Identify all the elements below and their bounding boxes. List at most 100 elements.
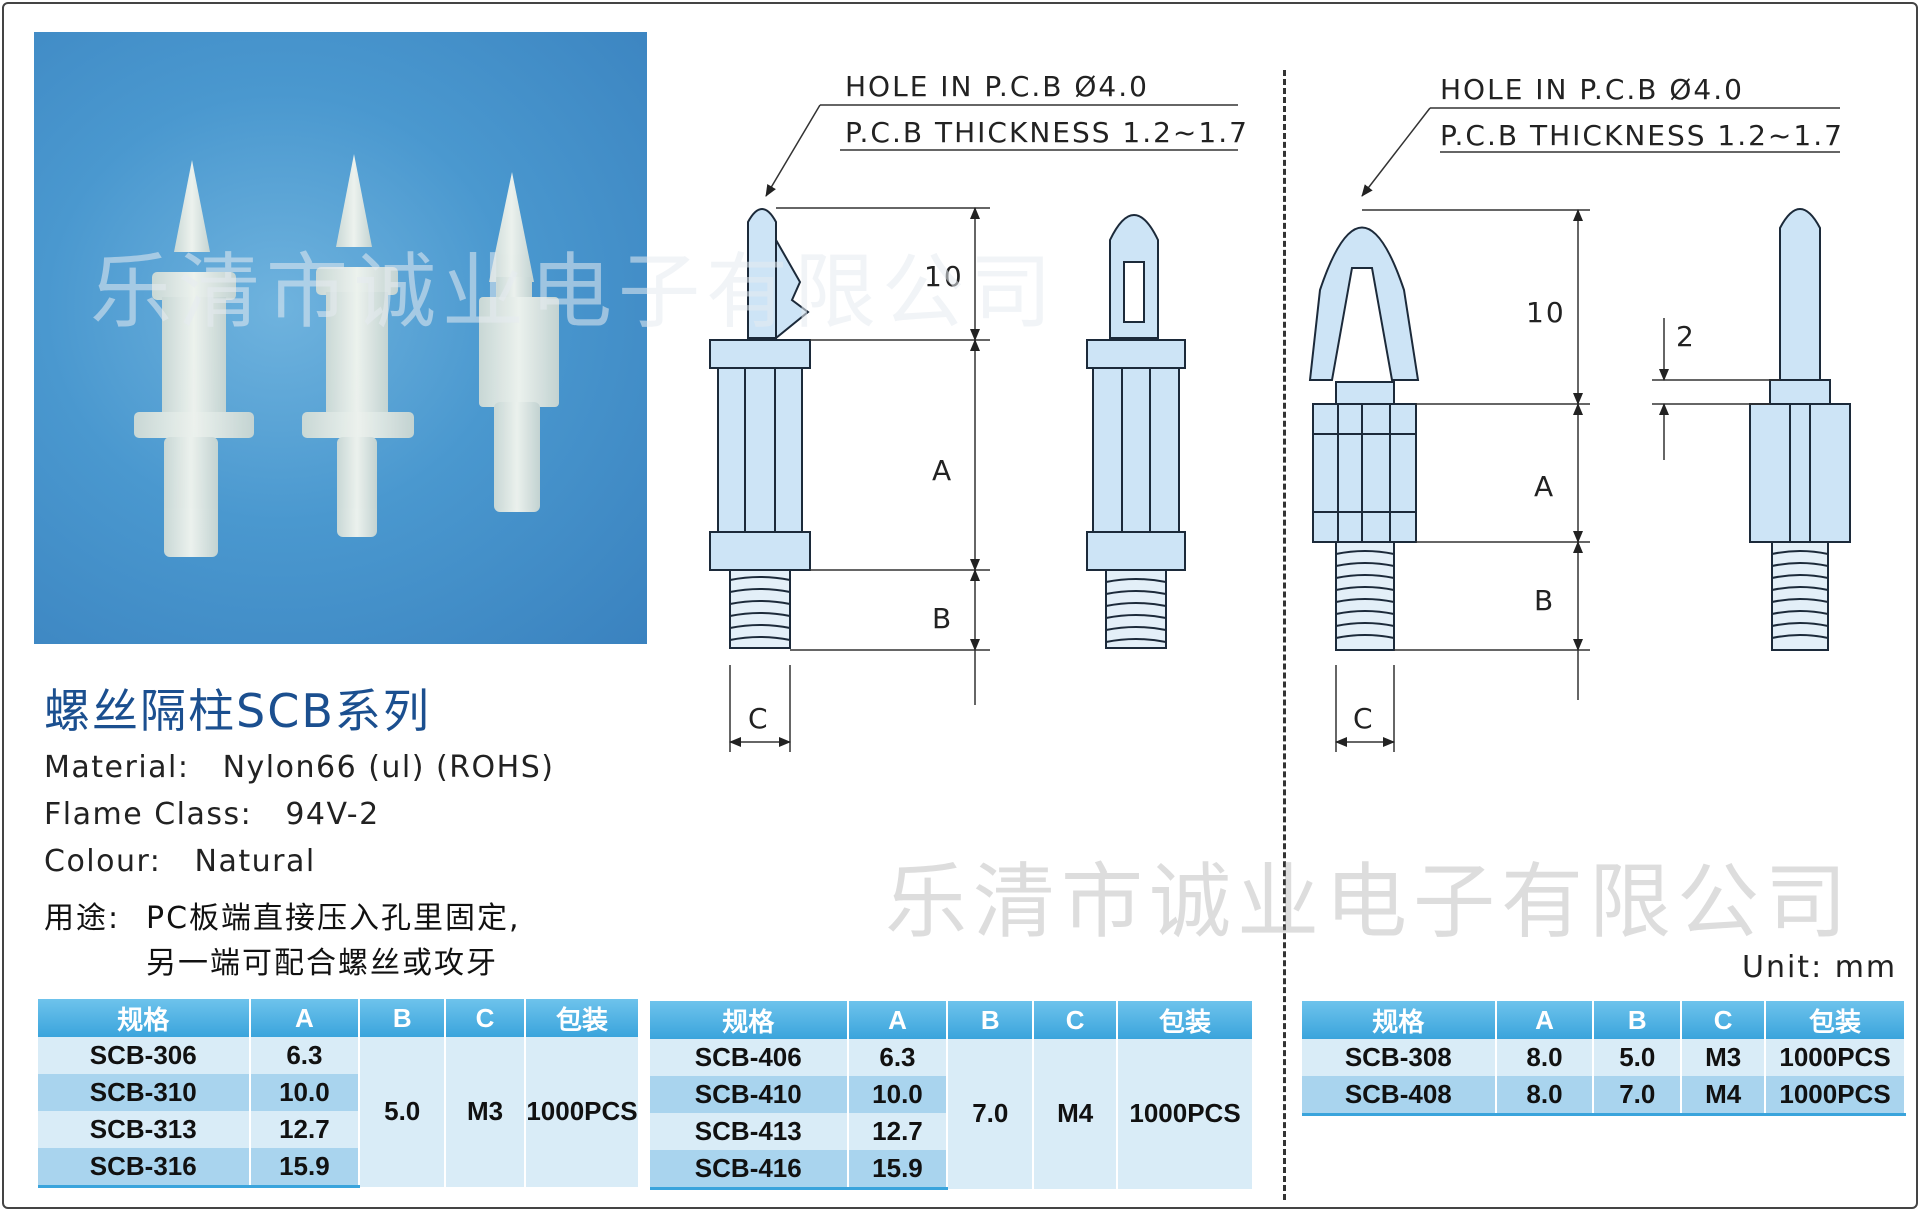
col-header-pack: 包装 <box>1765 1001 1906 1039</box>
part-drawing-scbx08-front <box>1749 208 1851 651</box>
usage-label: 用途: <box>44 901 121 936</box>
table-row: SCB-408 8.0 7.0 M4 1000PCS <box>1302 1076 1906 1116</box>
col-header-model: 规格 <box>1302 1001 1497 1039</box>
col-header-b: B <box>359 999 447 1037</box>
thickness-note-right: P.C.B THICKNESS 1.2~1.7 <box>1440 119 1844 152</box>
watermark-top: 乐清市诚业电子有限公司 <box>90 245 1059 340</box>
dimension-lines-left <box>729 104 1238 752</box>
cell-c: M4 <box>1033 1039 1119 1189</box>
dim-a-left: A <box>932 454 953 487</box>
cell-c: M3 <box>445 1037 526 1187</box>
unit-label: Unit: mm <box>1742 950 1898 985</box>
cell-a: 12.7 <box>249 1111 361 1148</box>
col-header-c: C <box>445 999 526 1037</box>
cell-a: 6.3 <box>249 1037 361 1074</box>
spec-colour: Colour: Natural <box>44 844 316 879</box>
part-drawing-scb3xx-side <box>709 208 811 649</box>
watermark-bottom: 乐清市诚业电子有限公司 <box>885 855 1854 950</box>
dim-2-right: 2 <box>1676 320 1696 353</box>
cell-c: M3 <box>1681 1039 1767 1076</box>
dim-b-left: B <box>932 602 953 635</box>
table-row: SCB-410 10.0 <box>650 1076 1253 1113</box>
col-header-pack: 包装 <box>1117 1001 1254 1039</box>
cell-b: 7.0 <box>947 1039 1035 1189</box>
cell-a: 15.9 <box>847 1150 949 1190</box>
section-divider <box>1283 70 1286 1200</box>
cell-a: 10.0 <box>847 1076 949 1113</box>
cell-a: 12.7 <box>847 1113 949 1150</box>
col-header-b: B <box>1593 1001 1683 1039</box>
product-photo-illustration <box>134 154 559 557</box>
cell-a: 15.9 <box>249 1148 361 1188</box>
dim-10-right: 10 <box>1526 296 1566 329</box>
cell-c: M4 <box>1681 1076 1767 1116</box>
table-row: SCB-310 10.0 <box>38 1074 639 1111</box>
table-header-row: 规格 A B C 包装 <box>1302 1001 1906 1039</box>
col-header-pack: 包装 <box>524 999 641 1037</box>
cell-a: 6.3 <box>847 1039 949 1076</box>
usage-line-2: 另一端可配合螺丝或攻牙 <box>146 946 498 981</box>
dim-10-left: 10 <box>924 260 964 293</box>
part-drawing-scb3xx-front <box>1086 214 1186 649</box>
table-header-row: 规格 A B C 包装 <box>650 1001 1254 1039</box>
cell-pack: 1000PCS <box>1117 1039 1254 1189</box>
cell-model: SCB-408 <box>1302 1076 1497 1116</box>
cell-model: SCB-406 <box>650 1039 849 1076</box>
col-header-c: C <box>1033 1001 1119 1039</box>
spec-table-scbx08: 规格 A B C 包装 SCB-308 8.0 5.0 M3 1000PCS S… <box>1302 1001 1906 1116</box>
spec-label: Material: <box>44 750 190 785</box>
spec-table-scb300: 规格 A B C 包装 SCB-306 6.3 5.0 M3 1000PCS S… <box>38 999 641 1188</box>
cell-model: SCB-316 <box>38 1148 251 1188</box>
table-row: SCB-308 8.0 5.0 M3 1000PCS <box>1302 1039 1906 1076</box>
usage-line-1: PC板端直接压入孔里固定, <box>146 901 521 936</box>
col-header-a: A <box>249 999 361 1037</box>
product-photo <box>34 32 647 644</box>
spec-label: Flame Class: <box>44 797 253 832</box>
spec-flame-class: Flame Class: 94V-2 <box>44 797 380 832</box>
dim-c-right: C <box>1353 702 1375 735</box>
hole-note-right: HOLE IN P.C.B Ø4.0 <box>1440 73 1744 106</box>
cell-b: 5.0 <box>359 1037 447 1187</box>
cell-a: 10.0 <box>249 1074 361 1111</box>
dim-a-right: A <box>1534 470 1555 503</box>
cell-model: SCB-410 <box>650 1076 849 1113</box>
spec-table-scb400: 规格 A B C 包装 SCB-406 6.3 7.0 M4 1000PCS S… <box>650 1001 1254 1190</box>
dim-c-left: C <box>748 702 770 735</box>
col-header-model: 规格 <box>38 999 251 1037</box>
cell-pack: 1000PCS <box>524 1037 641 1187</box>
cell-model: SCB-310 <box>38 1074 251 1111</box>
part-drawing-scbx08-side <box>1308 226 1420 651</box>
table-header-row: 规格 A B C 包装 <box>38 999 641 1037</box>
col-header-model: 规格 <box>650 1001 849 1039</box>
thickness-note-left: P.C.B THICKNESS 1.2~1.7 <box>845 116 1249 149</box>
table-row: SCB-406 6.3 7.0 M4 1000PCS <box>650 1039 1254 1189</box>
cell-model: SCB-413 <box>650 1113 849 1150</box>
cell-pack: 1000PCS <box>1765 1039 1906 1076</box>
cell-model: SCB-306 <box>38 1037 251 1074</box>
spec-value: Natural <box>194 844 316 879</box>
table-row: SCB-416 15.9 <box>650 1150 1253 1190</box>
series-title: 螺丝隔柱SCB系列 <box>44 684 431 738</box>
col-header-a: A <box>1495 1001 1595 1039</box>
spec-material: Material: Nylon66 (ul) (ROHS) <box>44 750 554 785</box>
dimension-lines-right <box>1335 107 1840 752</box>
spec-label: Colour: <box>44 844 162 879</box>
hole-note-left: HOLE IN P.C.B Ø4.0 <box>845 70 1149 103</box>
spec-value: 94V-2 <box>285 797 380 832</box>
cell-b: 7.0 <box>1593 1076 1683 1116</box>
cell-b: 5.0 <box>1593 1039 1683 1076</box>
dim-b-right: B <box>1534 584 1555 617</box>
thread-lines <box>729 576 791 641</box>
table-row: SCB-313 12.7 <box>38 1111 639 1148</box>
spec-value: Nylon66 (ul) (ROHS) <box>222 750 555 785</box>
col-header-b: B <box>947 1001 1035 1039</box>
table-row: SCB-316 15.9 <box>38 1148 639 1188</box>
cell-model: SCB-308 <box>1302 1039 1497 1076</box>
cell-a: 8.0 <box>1495 1076 1595 1116</box>
table-row: SCB-306 6.3 5.0 M3 1000PCS <box>38 1037 641 1187</box>
col-header-a: A <box>847 1001 949 1039</box>
cell-a: 8.0 <box>1495 1039 1595 1076</box>
cell-pack: 1000PCS <box>1765 1076 1906 1116</box>
